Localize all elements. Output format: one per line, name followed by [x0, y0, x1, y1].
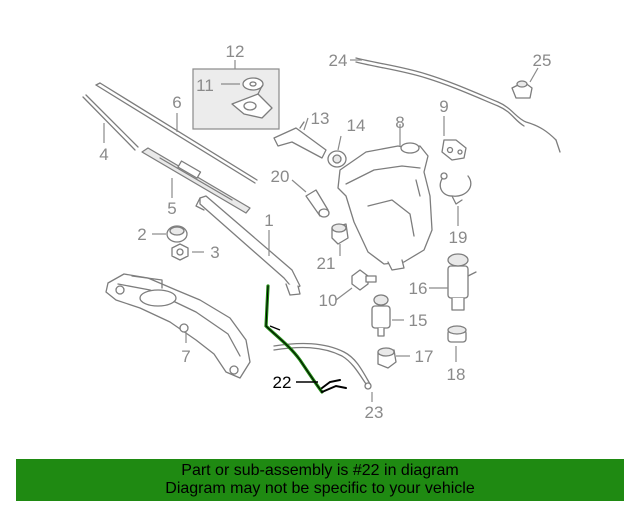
part-21-grommet[interactable] [331, 223, 349, 245]
part-25-nozzle[interactable] [511, 80, 533, 99]
callout-9: 9 [439, 97, 448, 116]
callout-6: 6 [172, 93, 181, 112]
part-12-detail-box [192, 60, 280, 130]
part-15-washer-pump[interactable] [371, 294, 391, 337]
callout-22: 22 [273, 373, 292, 392]
part-8-washer-reservoir[interactable] [337, 142, 433, 271]
callout-20: 20 [271, 167, 290, 186]
callout-13: 13 [311, 109, 330, 128]
callout-4: 4 [99, 145, 108, 164]
part-23-hose[interactable] [273, 342, 372, 390]
callout-17: 17 [415, 347, 434, 366]
part-9-bracket[interactable] [441, 139, 467, 161]
callout-1: 1 [264, 211, 273, 230]
part-2-cap[interactable] [166, 225, 188, 243]
part-18-cap[interactable] [447, 325, 467, 343]
callout-8: 8 [395, 113, 404, 132]
callout-16: 16 [409, 279, 428, 298]
part-3-nut[interactable] [171, 243, 189, 261]
part-20-pump[interactable] [305, 189, 330, 218]
part-6-wiper-blade[interactable] [95, 82, 258, 184]
callout-24: 24 [329, 51, 348, 70]
part-14-grommet[interactable] [327, 150, 347, 168]
part-7-wiper-linkage[interactable] [105, 273, 251, 379]
part-22-hose-highlighted[interactable] [264, 284, 347, 394]
part-24-hose[interactable] [355, 57, 561, 153]
callout-11: 11 [196, 76, 214, 95]
banner-line-2: Diagram may not be specific to your vehi… [165, 480, 475, 497]
part-1-wiper-arm[interactable] [195, 195, 301, 296]
callout-15: 15 [409, 311, 428, 330]
callout-5: 5 [167, 199, 176, 218]
part-13-bracket[interactable] [273, 121, 327, 159]
callout-7: 7 [181, 347, 190, 366]
callout-18: 18 [447, 365, 466, 384]
part-19-hose-clip[interactable] [439, 172, 472, 205]
info-banner: Part or sub-assembly is #22 in diagram D… [16, 459, 624, 501]
part-16-washer-pump[interactable] [447, 253, 477, 311]
callout-3: 3 [210, 243, 219, 262]
callout-25: 25 [533, 51, 552, 70]
callout-2: 2 [137, 225, 146, 244]
callout-14: 14 [347, 116, 366, 135]
callout-19: 19 [449, 228, 468, 247]
part-11-bracket[interactable] [231, 77, 273, 119]
part-4-blade-refill[interactable] [82, 94, 139, 151]
part-10-bolt[interactable] [351, 269, 377, 291]
callout-10: 10 [319, 291, 338, 310]
part-17-grommet[interactable] [377, 347, 397, 369]
part-5-wiper-blade[interactable] [141, 147, 251, 214]
callout-21: 21 [317, 254, 336, 273]
callout-12: 12 [226, 42, 245, 61]
callout-23: 23 [365, 403, 384, 422]
banner-line-1: Part or sub-assembly is #22 in diagram [181, 462, 459, 479]
